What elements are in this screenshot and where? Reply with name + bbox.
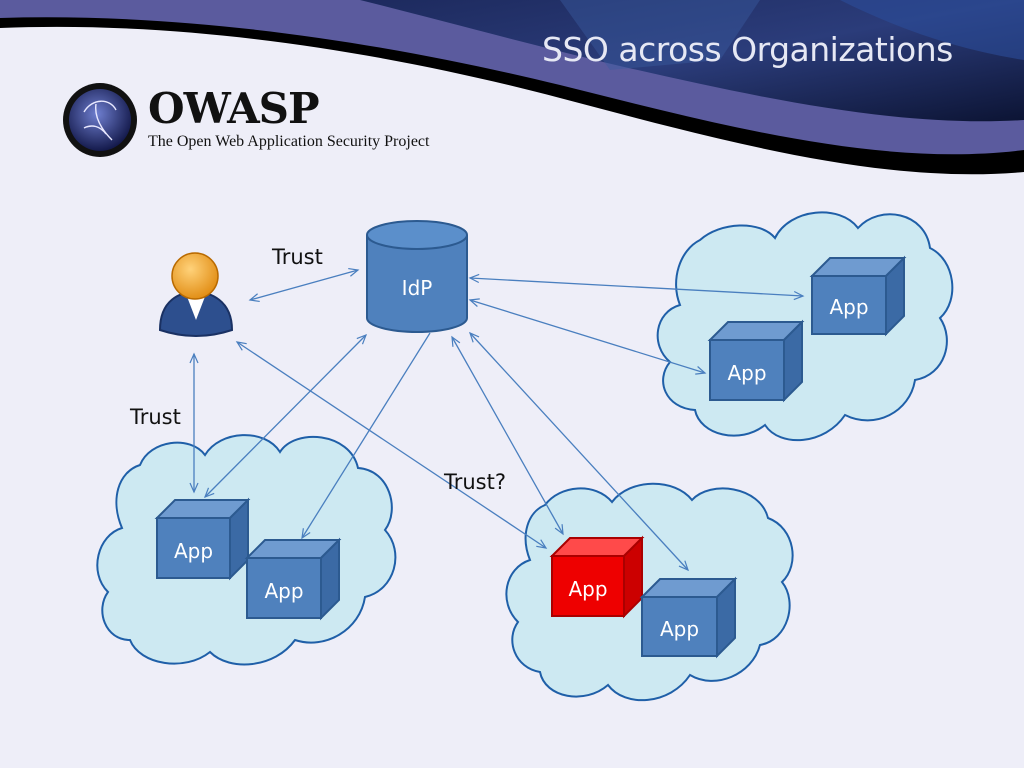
app-label: App — [727, 361, 767, 385]
trust-label-user-idp: Trust — [272, 245, 323, 269]
logo-name: OWASP — [148, 84, 320, 133]
arrow-idp-left-app-1 — [203, 333, 368, 499]
app-label-untrusted: App — [568, 577, 608, 601]
trust-question-label: Trust? — [444, 470, 507, 494]
app-cube-bottom — [639, 576, 738, 659]
arrow-idp-untrusted-app — [451, 335, 564, 536]
idp-label: IdP — [401, 276, 433, 300]
arrow-idp-left-app-2 — [301, 332, 431, 540]
connection-arrows — [189, 267, 805, 572]
app-cube-right-2 — [707, 319, 805, 403]
app-label: App — [264, 579, 304, 603]
slide-title: SSO across Organizations — [542, 30, 953, 69]
app-cube-untrusted — [549, 535, 645, 619]
header-band — [0, 0, 1024, 175]
app-label: App — [173, 539, 214, 563]
arrow-idp-right-app-1 — [468, 273, 805, 301]
app-cube-left-1 — [154, 497, 251, 581]
arrow-user-idp — [248, 267, 360, 303]
trust-label-user-cloud: Trust — [130, 405, 181, 429]
app-label: App — [829, 295, 869, 319]
app-cube-right-1 — [809, 255, 907, 337]
app-cube-left-2 — [244, 537, 342, 621]
app-label: App — [659, 617, 700, 641]
idp-database — [366, 220, 468, 333]
owasp-wasp-logo-icon — [63, 83, 137, 157]
arrow-idp-right-app-2 — [468, 298, 707, 375]
user-icon — [158, 252, 234, 337]
cloud-right — [656, 211, 954, 442]
logo-tagline: The Open Web Application Security Projec… — [148, 133, 430, 150]
